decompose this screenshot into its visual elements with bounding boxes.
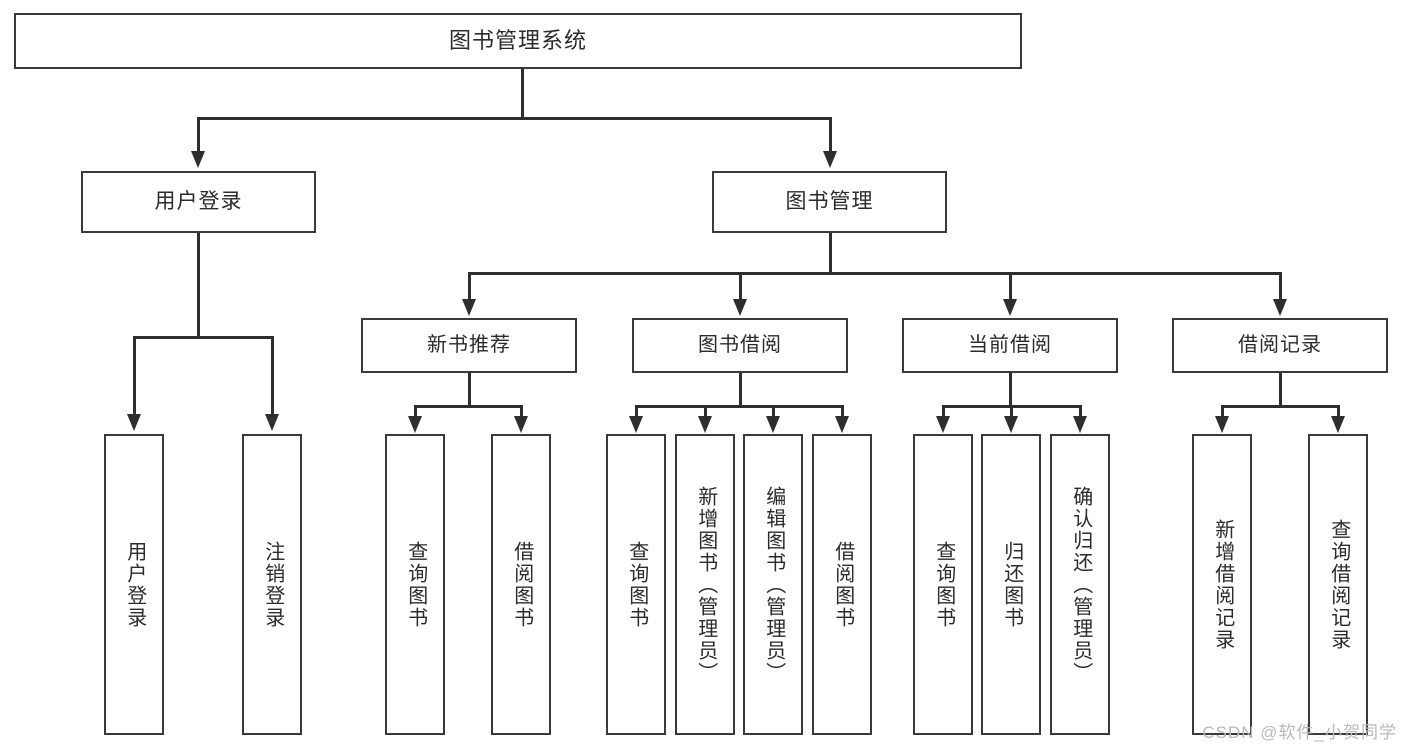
node-book-manage[interactable]: 图书管理	[712, 171, 947, 233]
leaf-query-book-borrow[interactable]: 查询图书	[606, 434, 666, 735]
node-root-system[interactable]: 图书管理系统	[14, 13, 1022, 69]
node-label: 查询借阅记录	[1327, 518, 1350, 651]
connector-current-borrow-drop-2	[1010, 405, 1013, 417]
connector-borrow-record-stem	[1279, 373, 1282, 406]
arrow-to-leaf-logout	[265, 414, 279, 431]
arrow-to-borrow-record	[1273, 299, 1287, 316]
connector-new-book-bus	[415, 405, 522, 408]
leaf-borrow-book[interactable]: 借阅图书	[812, 434, 872, 735]
connector-borrow-record-drop-1	[1221, 405, 1224, 417]
node-label: 查询图书	[404, 540, 427, 629]
leaf-add-book-admin[interactable]: 新增图书（管理员）	[675, 434, 735, 735]
connector-root-drop-1	[197, 117, 200, 152]
connector-book-manage-stem	[829, 233, 832, 273]
node-borrow-record[interactable]: 借阅记录	[1172, 318, 1388, 373]
leaf-borrow-book-recommend[interactable]: 借阅图书	[491, 434, 551, 735]
arrow-to-leaf-query-book-3	[936, 416, 950, 433]
connector-borrow-record-bus	[1222, 405, 1339, 408]
arrow-to-leaf-add-book	[698, 416, 712, 433]
leaf-return-book[interactable]: 归还图书	[981, 434, 1041, 735]
arrow-to-leaf-query-record	[1331, 416, 1345, 433]
connector-new-book-drop-1	[414, 405, 417, 417]
connector-book-borrow-stem	[739, 373, 742, 406]
node-current-borrow[interactable]: 当前借阅	[902, 318, 1118, 373]
connector-new-book-stem	[468, 373, 471, 406]
connector-user-login-drop-1	[133, 336, 136, 415]
arrow-to-leaf-add-record	[1215, 416, 1229, 433]
node-label: 新书推荐	[427, 334, 511, 356]
connector-book-manage-drop-1	[468, 272, 471, 300]
node-user-login[interactable]: 用户登录	[81, 171, 316, 233]
node-label: 借阅图书	[831, 540, 854, 629]
node-label: 编辑图书（管理员）	[762, 485, 785, 684]
leaf-add-borrow-record[interactable]: 新增借阅记录	[1192, 434, 1252, 735]
arrow-to-leaf-query-book-2	[629, 416, 643, 433]
arrow-to-leaf-edit-book	[766, 416, 780, 433]
connector-user-login-bus	[134, 336, 273, 339]
connector-book-borrow-drop-2	[704, 405, 707, 417]
node-label: 注销登录	[261, 540, 284, 629]
node-label: 查询图书	[625, 540, 648, 629]
node-label: 用户登录	[154, 189, 243, 213]
leaf-edit-book-admin[interactable]: 编辑图书（管理员）	[743, 434, 803, 735]
node-label: 借阅记录	[1238, 334, 1322, 356]
connector-book-manage-bus	[469, 272, 1280, 275]
arrow-to-book-manage	[823, 151, 837, 168]
arrow-to-leaf-borrow-book-2	[835, 416, 849, 433]
node-label: 归还图书	[1000, 540, 1023, 629]
connector-book-borrow-drop-4	[841, 405, 844, 417]
node-label: 查询图书	[932, 540, 955, 629]
leaf-user-login[interactable]: 用户登录	[104, 434, 164, 735]
connector-root-drop-2	[829, 117, 832, 152]
leaf-confirm-return-admin[interactable]: 确认归还（管理员）	[1050, 434, 1110, 735]
arrow-to-leaf-query-book-1	[408, 416, 422, 433]
node-label: 确认归还（管理员）	[1069, 485, 1092, 684]
arrow-to-leaf-return-book	[1004, 416, 1018, 433]
node-label: 新增借阅记录	[1211, 518, 1234, 651]
leaf-query-book-recommend[interactable]: 查询图书	[385, 434, 445, 735]
node-label: 新增图书（管理员）	[694, 485, 717, 684]
connector-book-borrow-drop-1	[635, 405, 638, 417]
connector-book-manage-drop-3	[1009, 272, 1012, 300]
connector-borrow-record-drop-2	[1337, 405, 1340, 417]
leaf-query-book-current[interactable]: 查询图书	[913, 434, 973, 735]
node-label: 图书管理	[785, 189, 874, 213]
arrow-to-new-book-recommend	[462, 299, 476, 316]
node-label: 借阅图书	[510, 540, 533, 629]
connector-new-book-drop-2	[520, 405, 523, 417]
node-new-book-recommend[interactable]: 新书推荐	[361, 318, 577, 373]
node-label: 图书借阅	[698, 334, 782, 356]
connector-current-borrow-stem	[1009, 373, 1012, 406]
arrow-to-leaf-confirm-return	[1073, 416, 1087, 433]
node-label: 图书管理系统	[448, 28, 587, 54]
connector-root-bus	[198, 117, 832, 120]
node-label: 当前借阅	[968, 334, 1052, 356]
connector-book-manage-drop-4	[1279, 272, 1282, 300]
arrow-to-user-login	[191, 151, 205, 168]
arrow-to-leaf-user-login	[127, 414, 141, 431]
connector-book-borrow-bus	[636, 405, 843, 408]
node-book-borrow[interactable]: 图书借阅	[632, 318, 848, 373]
connector-current-borrow-drop-1	[942, 405, 945, 417]
leaf-logout[interactable]: 注销登录	[242, 434, 302, 735]
connector-book-manage-drop-2	[739, 272, 742, 300]
arrow-to-book-borrow	[733, 299, 747, 316]
connector-user-login-drop-2	[271, 336, 274, 415]
leaf-query-borrow-record[interactable]: 查询借阅记录	[1308, 434, 1368, 735]
arrow-to-leaf-borrow-book-1	[514, 416, 528, 433]
node-label: 用户登录	[123, 540, 146, 629]
connector-book-borrow-drop-3	[772, 405, 775, 417]
connector-root-stem	[521, 69, 524, 118]
arrow-to-current-borrow	[1003, 299, 1017, 316]
connector-user-login-stem	[197, 233, 200, 337]
connector-current-borrow-drop-3	[1079, 405, 1082, 417]
